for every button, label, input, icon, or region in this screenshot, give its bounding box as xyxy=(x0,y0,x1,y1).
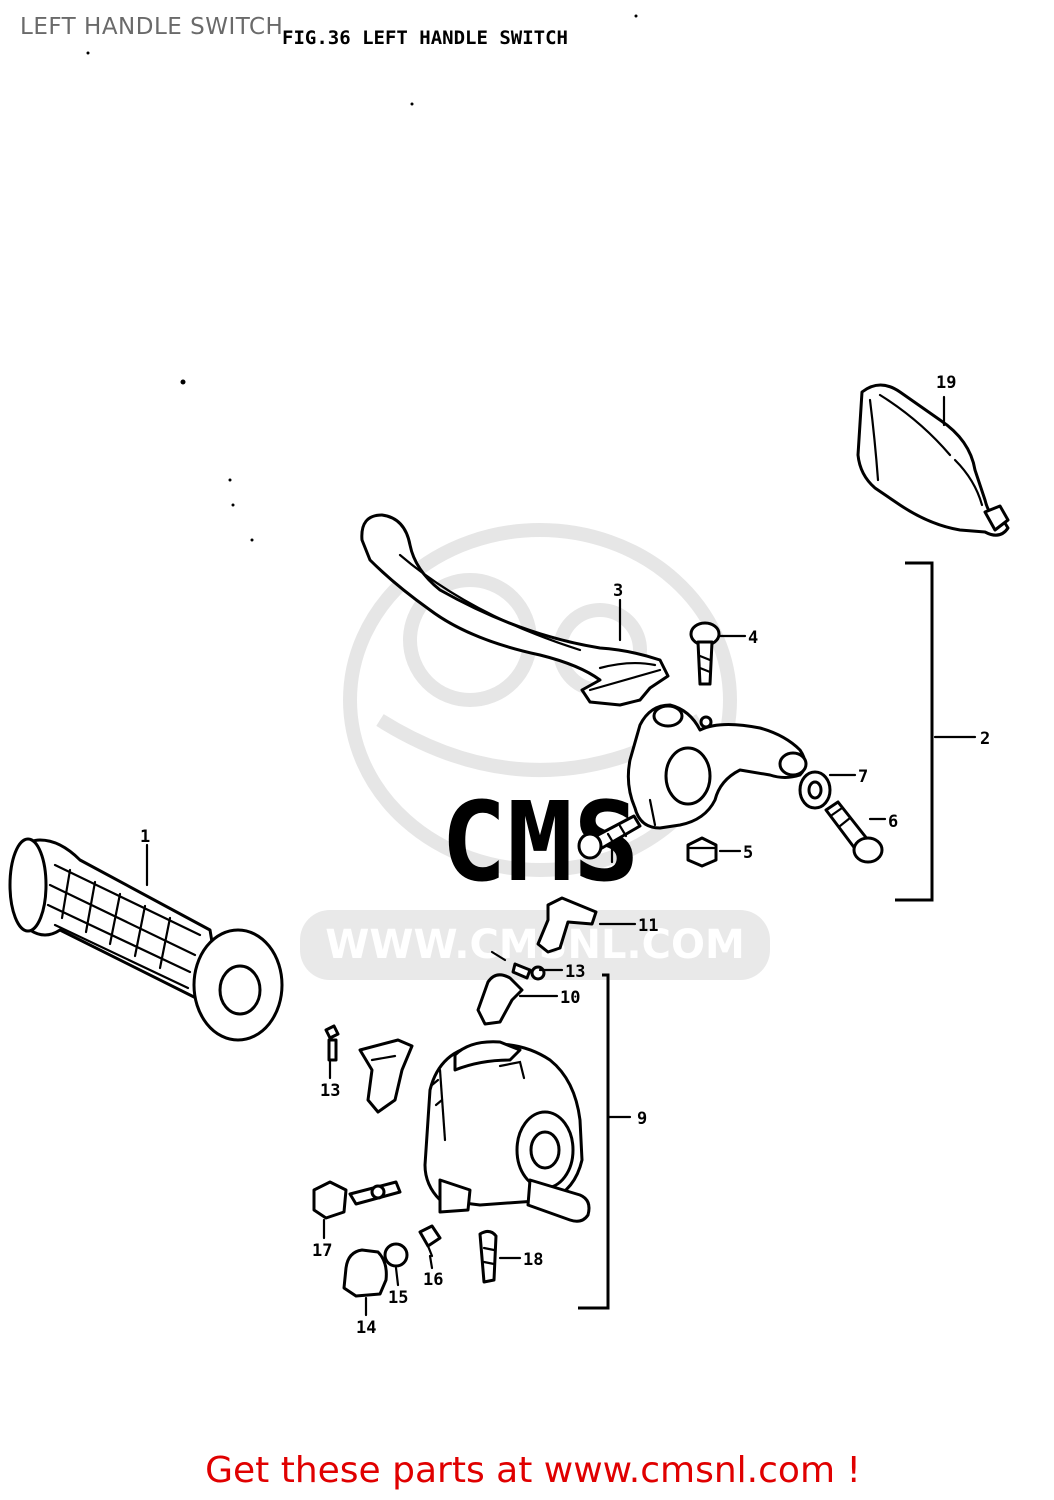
callout-13-left: 13 xyxy=(320,1081,340,1101)
part-18-screw xyxy=(478,1229,498,1284)
part-13-screw-upper xyxy=(490,950,546,981)
callout-4: 4 xyxy=(748,628,758,648)
part-14-cap xyxy=(342,1248,388,1298)
part-2-lever-holder xyxy=(626,703,808,830)
callout-7: 7 xyxy=(858,767,868,787)
callout-19: 19 xyxy=(936,373,956,393)
callout-10: 10 xyxy=(560,988,580,1008)
watermark-url: WWW.CMSNL.COM xyxy=(325,922,745,968)
callout-9: 9 xyxy=(637,1109,647,1129)
part-5-nut xyxy=(686,836,718,868)
figure-caption: FIG.36 LEFT HANDLE SWITCH xyxy=(282,27,568,49)
part-15-ring xyxy=(383,1242,409,1268)
part-10-knob xyxy=(476,973,524,1026)
callout-11: 11 xyxy=(638,916,658,936)
callout-6: 6 xyxy=(888,812,898,832)
callout-13-upper: 13 xyxy=(565,962,585,982)
footer-cta[interactable]: Get these parts at www.cmsnl.com ! xyxy=(205,1450,861,1491)
callout-15: 15 xyxy=(388,1288,408,1308)
callout-16: 16 xyxy=(423,1270,443,1290)
callout-17: 17 xyxy=(312,1241,332,1261)
callout-14: 14 xyxy=(356,1318,376,1338)
bracket-part-2 xyxy=(895,561,934,902)
part-8-screw xyxy=(577,814,642,860)
page-title: LEFT HANDLE SWITCH xyxy=(20,14,284,40)
part-1-grip xyxy=(8,837,284,1042)
part-17-connector xyxy=(312,1180,402,1220)
part-4-pivot-bolt xyxy=(689,621,721,729)
part-6-bolt xyxy=(824,800,884,864)
part-clamp xyxy=(358,1038,414,1114)
callout-8: 8 xyxy=(606,865,616,885)
callout-5: 5 xyxy=(743,843,753,863)
part-9-switch-housing xyxy=(423,1040,591,1223)
callout-1: 1 xyxy=(140,827,150,847)
part-16-screw xyxy=(418,1224,442,1258)
part-11-switch-knob xyxy=(536,896,598,954)
part-3-clutch-lever xyxy=(360,513,670,707)
part-19-lever-cover xyxy=(856,383,1010,537)
callout-2: 2 xyxy=(980,729,990,749)
part-13-screw-left xyxy=(324,1024,340,1062)
watermark: CMS WWW.CMSNL.COM xyxy=(300,523,770,980)
callout-18: 18 xyxy=(523,1250,543,1270)
callout-3: 3 xyxy=(613,581,623,601)
bracket-part-9 xyxy=(578,973,610,1310)
